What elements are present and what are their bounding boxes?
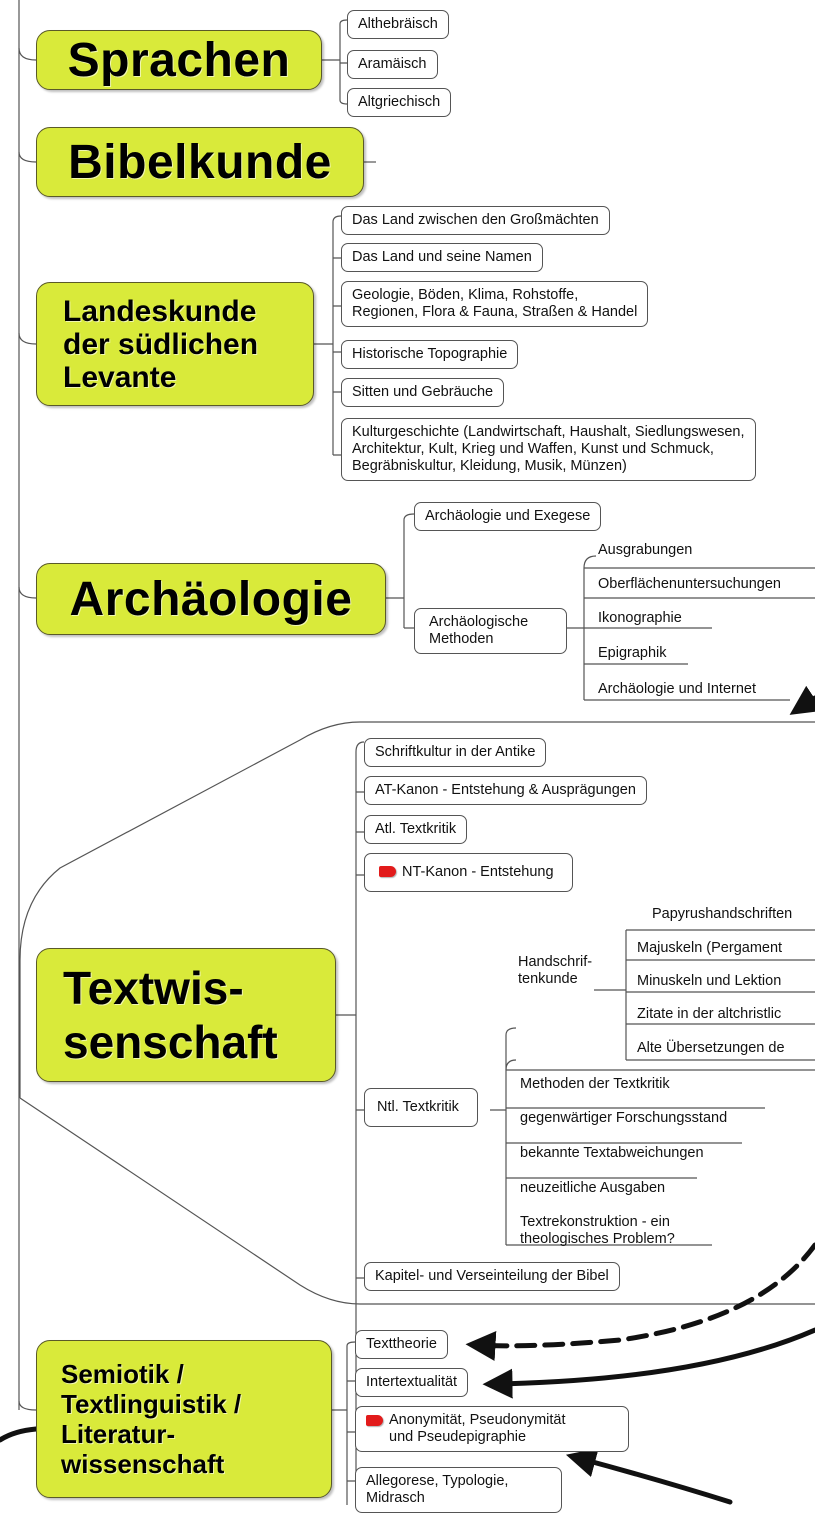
node-forschungsstand[interactable]: gegenwärtiger Forschungsstand <box>520 1110 728 1126</box>
node-zitate[interactable]: Zitate in der altchristlic <box>637 1006 782 1022</box>
node-intertextualitaet[interactable]: Intertextualität <box>355 1368 469 1397</box>
node-alte-uebersetzungen[interactable]: Alte Übersetzungen de <box>637 1040 785 1056</box>
node-nt-kanon[interactable]: NT-Kanon - Entstehung <box>364 853 573 892</box>
node-textabweichungen[interactable]: bekannte Textabweichungen <box>520 1145 704 1161</box>
node-land-grossmaechte[interactable]: Das Land zwischen den Großmächten <box>341 206 610 235</box>
red-flag-icon <box>379 866 396 877</box>
topic-bibelkunde[interactable]: Bibelkunde <box>36 127 364 197</box>
node-kapitel-verseinteilung[interactable]: Kapitel- und Verseinteilung der Bibel <box>364 1262 620 1291</box>
node-epigraphik[interactable]: Epigraphik <box>598 645 667 661</box>
node-ausgrabungen[interactable]: Ausgrabungen <box>598 542 693 558</box>
node-neuzeitliche-ausgaben[interactable]: neuzeitliche Ausgaben <box>520 1180 666 1196</box>
node-allegorese[interactable]: Allegorese, Typologie, Midrasch <box>355 1467 562 1513</box>
node-aramaeisch[interactable]: Aramäisch <box>347 50 438 79</box>
textwissenschaft-boundary <box>19 721 815 1305</box>
node-archaeologische-methoden[interactable]: Archäologische Methoden <box>414 608 567 654</box>
node-minuskeln[interactable]: Minuskeln und Lektion <box>637 973 782 989</box>
node-ikonographie[interactable]: Ikonographie <box>598 610 682 626</box>
node-archaeologie-internet[interactable]: Archäologie und Internet <box>598 681 756 697</box>
node-ntl-textkritik[interactable]: Ntl. Textkritik <box>364 1088 478 1127</box>
arrow-to-textwissenschaft <box>789 685 815 715</box>
red-flag-icon <box>366 1415 383 1426</box>
node-anonymitaet-label: Anonymität, Pseudonymität und Pseudepigr… <box>389 1412 566 1445</box>
node-nt-kanon-label: NT-Kanon - Entstehung <box>402 864 554 880</box>
arrow-pseudepigraphie <box>565 1448 733 1505</box>
node-althebraeisch[interactable]: Althebräisch <box>347 10 449 39</box>
topic-archaeologie[interactable]: Archäologie <box>36 563 386 635</box>
node-archaeologie-exegese[interactable]: Archäologie und Exegese <box>414 502 602 531</box>
node-methoden-textkritik[interactable]: Methoden der Textkritik <box>520 1076 670 1092</box>
topic-textwissenschaft[interactable]: Textwis- senschaft <box>36 948 336 1082</box>
node-schriftkultur[interactable]: Schriftkultur in der Antike <box>364 738 547 767</box>
node-oberflaechen[interactable]: Oberflächenuntersuchungen <box>598 576 781 592</box>
node-handschriftenkunde[interactable]: Handschrif- tenkunde <box>518 954 593 987</box>
node-geologie[interactable]: Geologie, Böden, Klima, Rohstoffe, Regio… <box>341 281 649 327</box>
node-textrekonstruktion[interactable]: Textrekonstruktion - ein theologisches P… <box>520 1214 675 1247</box>
topic-sprachen[interactable]: Sprachen <box>36 30 322 90</box>
node-sitten[interactable]: Sitten und Gebräuche <box>341 378 505 407</box>
node-papyrushandschriften[interactable]: Papyrushandschriften <box>652 906 793 922</box>
node-anonymitaet[interactable]: Anonymität, Pseudonymität und Pseudepigr… <box>355 1406 629 1452</box>
node-majuskeln[interactable]: Majuskeln (Pergament <box>637 940 783 956</box>
node-texttheorie[interactable]: Texttheorie <box>355 1330 448 1359</box>
node-atl-textkritik[interactable]: Atl. Textkritik <box>364 815 468 844</box>
node-altgriechisch[interactable]: Altgriechisch <box>347 88 452 117</box>
node-at-kanon[interactable]: AT-Kanon - Entstehung & Ausprägungen <box>364 776 647 805</box>
node-land-namen[interactable]: Das Land und seine Namen <box>341 243 543 272</box>
dashed-arrow-texttheorie <box>465 1242 815 1361</box>
node-kulturgeschichte[interactable]: Kulturgeschichte (Landwirtschaft, Hausha… <box>341 418 756 481</box>
topic-landeskunde[interactable]: Landeskunde der südlichen Levante <box>36 282 314 406</box>
arrow-left-curve <box>0 1426 39 1443</box>
arrow-intertextualitaet <box>482 1327 815 1399</box>
node-historische-topographie[interactable]: Historische Topographie <box>341 340 519 369</box>
topic-semiotik[interactable]: Semiotik / Textlinguistik / Literatur- w… <box>36 1340 332 1498</box>
